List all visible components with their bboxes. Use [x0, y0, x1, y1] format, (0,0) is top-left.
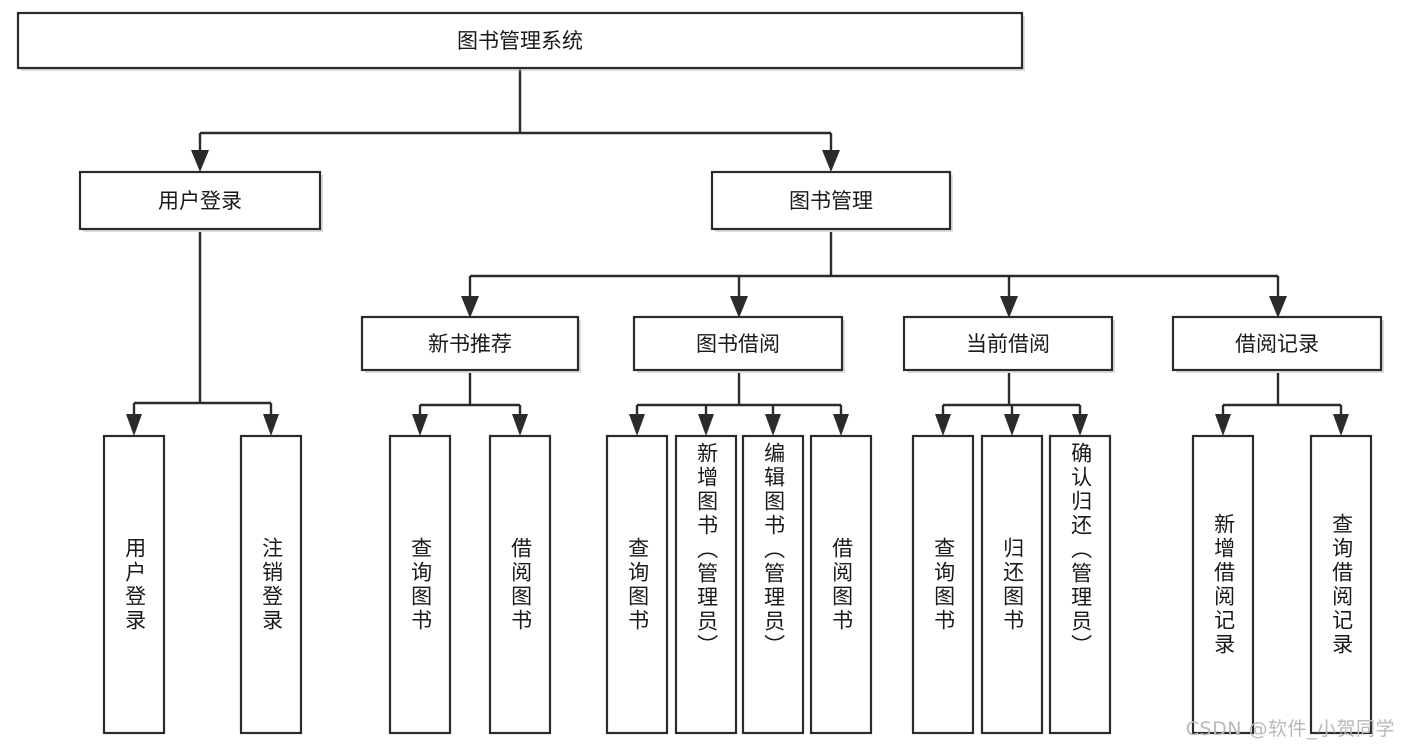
- connector-group-borrow-record: [1215, 373, 1349, 436]
- arrow-book-to-newbook: [461, 296, 479, 318]
- node-label-book-management: 图书管理: [789, 189, 873, 213]
- node-box-current-borrow[interactable]: [902, 315, 1114, 372]
- arrow-newbook-leaf-1: [412, 414, 428, 436]
- arrow-book-to-borrow: [730, 296, 748, 318]
- node-box-user-login[interactable]: [78, 170, 322, 231]
- arrow-borrow-leaf-4: [833, 414, 849, 436]
- node-box-new-book[interactable]: [360, 315, 580, 372]
- node-box-root[interactable]: [16, 11, 1024, 70]
- arrow-current-leaf-3: [1072, 414, 1088, 436]
- connector-group-book-management: [461, 232, 1287, 318]
- arrow-record-leaf-1: [1215, 414, 1231, 436]
- node-box-leaf-10[interactable]: [1048, 434, 1112, 735]
- arrow-user-leaf-1: [126, 414, 142, 436]
- connector-group-user-login: [126, 232, 279, 436]
- node-box-borrow-record[interactable]: [1171, 315, 1383, 372]
- arrow-root-to-book: [822, 150, 840, 172]
- node-box-leaf-5[interactable]: [674, 434, 738, 735]
- arrow-newbook-leaf-2: [512, 414, 528, 436]
- arrow-current-leaf-2: [1004, 414, 1020, 436]
- arrow-borrow-leaf-1: [629, 414, 645, 436]
- node-label-new-book: 新书推荐: [428, 332, 512, 356]
- node-box-leaf-0[interactable]: [102, 434, 166, 735]
- connector-group-book-borrow: [629, 373, 849, 436]
- node-label-borrow-record: 借阅记录: [1235, 332, 1319, 356]
- node-label-user-login: 用户登录: [158, 189, 242, 213]
- node-box-leaf-9[interactable]: [980, 434, 1044, 735]
- node-box-leaf-8[interactable]: [911, 434, 975, 735]
- node-box-leaf-12[interactable]: [1309, 434, 1373, 735]
- arrow-root-to-user: [191, 150, 209, 172]
- arrow-book-to-record: [1269, 296, 1287, 318]
- connector-group-root: [191, 68, 840, 172]
- node-box-leaf-1[interactable]: [239, 434, 303, 735]
- csdn-watermark: CSDN @软件_小贺同学: [1185, 718, 1395, 740]
- node-box-book-management[interactable]: [710, 170, 952, 231]
- connector-group-new-book: [412, 373, 528, 436]
- node-label-root: 图书管理系统: [457, 29, 583, 53]
- arrow-borrow-leaf-3: [765, 414, 781, 436]
- arrow-current-leaf-1: [935, 414, 951, 436]
- arrow-borrow-leaf-2: [698, 414, 714, 436]
- node-box-leaf-2[interactable]: [388, 434, 452, 735]
- connector-group-current-borrow: [935, 373, 1088, 436]
- node-box-book-borrow[interactable]: [632, 315, 844, 372]
- node-box-leaf-11[interactable]: [1191, 434, 1255, 735]
- arrow-record-leaf-2: [1333, 414, 1349, 436]
- node-box-leaf-3[interactable]: [488, 434, 552, 735]
- node-box-leaf-6[interactable]: [741, 434, 805, 735]
- node-box-leaf-4[interactable]: [605, 434, 669, 735]
- arrow-book-to-current: [1000, 296, 1018, 318]
- node-label-book-borrow: 图书借阅: [696, 332, 780, 356]
- node-box-leaf-7[interactable]: [809, 434, 873, 735]
- node-label-current-borrow: 当前借阅: [966, 332, 1050, 356]
- arrow-user-leaf-2: [263, 414, 279, 436]
